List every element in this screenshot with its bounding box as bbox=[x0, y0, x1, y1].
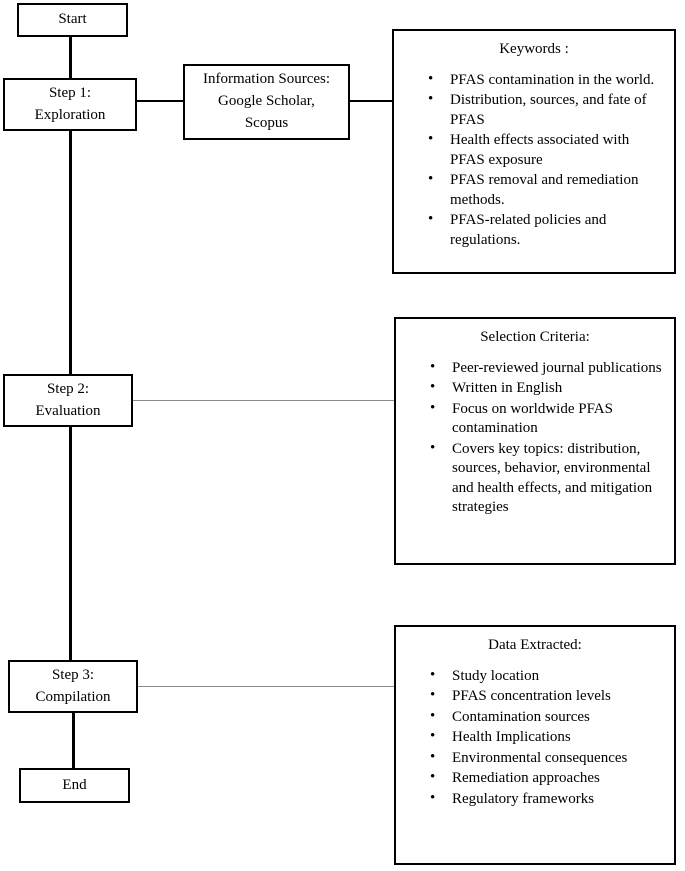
list-item: Written in English bbox=[430, 378, 664, 399]
node-start[interactable]: Start bbox=[17, 3, 128, 37]
panel-data-extracted-title: Data Extracted: bbox=[488, 637, 582, 653]
connector-step2-to-step3 bbox=[69, 426, 72, 662]
list-item: PFAS concentration levels bbox=[430, 686, 664, 707]
connector-step1-to-step2 bbox=[69, 130, 72, 377]
list-item: Health Implications bbox=[430, 727, 664, 748]
connector-step3-to-data-extracted bbox=[136, 686, 394, 687]
information-sources-line2: Google Scholar, bbox=[218, 93, 315, 110]
node-step2[interactable]: Step 2: Evaluation bbox=[3, 374, 133, 427]
list-item: Contamination sources bbox=[430, 707, 664, 728]
list-item: PFAS removal and remediation methods. bbox=[428, 170, 664, 210]
information-sources-line1: Information Sources: bbox=[202, 71, 331, 88]
panel-selection-criteria-title: Selection Criteria: bbox=[480, 329, 590, 345]
connector-step1-to-information-sources bbox=[135, 100, 185, 102]
list-item: PFAS-related policies and regulations. bbox=[428, 210, 664, 250]
panel-selection-criteria[interactable]: Selection Criteria: Peer-reviewed journa… bbox=[394, 317, 676, 565]
list-item: Environmental consequences bbox=[430, 748, 664, 769]
node-step1-label-line2: Exploration bbox=[34, 106, 106, 123]
connector-information-sources-to-keywords bbox=[348, 100, 394, 102]
node-end-label: End bbox=[62, 776, 87, 793]
list-item: Regulatory frameworks bbox=[430, 789, 664, 810]
node-step3-label-line1: Step 3: bbox=[51, 666, 95, 683]
node-start-label: Start bbox=[58, 11, 87, 28]
node-information-sources[interactable]: Information Sources: Google Scholar, Sco… bbox=[183, 64, 350, 140]
panel-keywords[interactable]: Keywords : PFAS contamination in the wor… bbox=[392, 29, 676, 274]
panel-selection-criteria-list: Peer-reviewed journal publications Writt… bbox=[396, 358, 674, 518]
connector-start-to-step1 bbox=[69, 36, 72, 81]
node-step3[interactable]: Step 3: Compilation bbox=[8, 660, 138, 713]
panel-keywords-title: Keywords : bbox=[499, 41, 569, 57]
connector-step3-to-end bbox=[72, 711, 75, 770]
node-step1-label-line1: Step 1: bbox=[48, 84, 92, 101]
node-step3-label-line2: Compilation bbox=[35, 688, 111, 705]
node-step2-label-line2: Evaluation bbox=[35, 402, 101, 419]
list-item: PFAS contamination in the world. bbox=[428, 70, 664, 91]
node-step1[interactable]: Step 1: Exploration bbox=[3, 78, 137, 131]
list-item: Health effects associated with PFAS expo… bbox=[428, 130, 664, 170]
connector-step2-to-selection-criteria bbox=[131, 400, 394, 401]
list-item: Covers key topics: distribution, sources… bbox=[430, 439, 664, 518]
list-item: Remediation approaches bbox=[430, 768, 664, 789]
node-step2-label-line1: Step 2: bbox=[46, 380, 90, 397]
node-end[interactable]: End bbox=[19, 768, 130, 803]
panel-data-extracted[interactable]: Data Extracted: Study location PFAS conc… bbox=[394, 625, 676, 865]
list-item: Focus on worldwide PFAS contamination bbox=[430, 399, 664, 439]
panel-data-extracted-list: Study location PFAS concentration levels… bbox=[396, 666, 674, 810]
information-sources-line3: Scopus bbox=[244, 114, 289, 131]
panel-keywords-list: PFAS contamination in the world. Distrib… bbox=[394, 70, 674, 251]
list-item: Study location bbox=[430, 666, 664, 687]
list-item: Peer-reviewed journal publications bbox=[430, 358, 664, 379]
list-item: Distribution, sources, and fate of PFAS bbox=[428, 90, 664, 130]
